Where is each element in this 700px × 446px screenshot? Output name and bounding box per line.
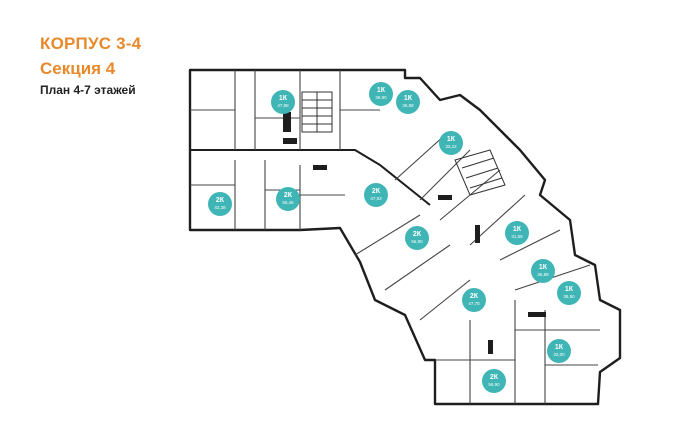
apartment-badge[interactable]: 1К 47,88 [271, 90, 295, 114]
apartment-area: 42,38 [214, 205, 226, 210]
apartment-area: 55,46 [282, 200, 294, 205]
apartment-type: 2К [412, 231, 422, 238]
apartment-badge[interactable]: 1К 33,22 [439, 131, 463, 155]
building-title: КОРПУС 3-4 [40, 34, 142, 53]
section-title: Секция 4 [40, 59, 116, 78]
apartment-area: 38,90 [563, 294, 575, 299]
apartment-badge[interactable]: 2К 47,78 [462, 288, 486, 312]
apartment-type: 1К [512, 226, 522, 233]
apartment-type: 1К [538, 264, 548, 271]
apartment-type: 2К [469, 293, 479, 300]
apartment-badge[interactable]: 1К 36,88 [531, 259, 555, 283]
apartment-badge[interactable]: 1К 36,88 [396, 90, 420, 114]
apartment-type: 1К [564, 286, 574, 293]
apartment-area: 33,22 [445, 144, 457, 149]
apartment-type: 2К [283, 192, 293, 199]
apartment-area: 36,88 [402, 103, 414, 108]
apartment-area: 56,90 [411, 239, 423, 244]
apartment-area: 36,88 [537, 272, 549, 277]
apartment-area: 47,88 [277, 103, 289, 108]
apartment-area: 47,93 [370, 196, 382, 201]
apartment-area: 31,58 [511, 234, 523, 239]
apartment-type: 2К [489, 374, 499, 381]
apartment-badge[interactable]: 1К 32,00 [547, 339, 571, 363]
apartment-badge[interactable]: 1К 38,90 [557, 281, 581, 305]
apartment-type: 2К [371, 188, 381, 195]
apartment-area: 32,00 [553, 352, 565, 357]
apartment-badge[interactable]: 2К 55,46 [276, 187, 300, 211]
apartment-badge[interactable]: 1К 38,90 [369, 82, 393, 106]
apartment-badge[interactable]: 2К 47,93 [364, 183, 388, 207]
apartment-area: 56,90 [488, 382, 500, 387]
apartment-type: 1К [446, 136, 456, 143]
apartment-badge[interactable]: 2К 56,90 [482, 369, 506, 393]
apartment-type: 1К [554, 344, 564, 351]
apartment-badge[interactable]: 2К 56,90 [405, 226, 429, 250]
apartment-badge[interactable]: 1К 31,58 [505, 221, 529, 245]
floors-subtitle: План 4-7 этажей [40, 83, 136, 97]
apartment-type: 1К [403, 95, 413, 102]
apartment-badge[interactable]: 2К 42,38 [208, 192, 232, 216]
apartment-area: 38,90 [375, 95, 387, 100]
building-outline [188, 68, 622, 406]
apartment-type: 1К [278, 95, 288, 102]
apartment-area: 47,78 [468, 301, 480, 306]
apartment-type: 1К [376, 87, 386, 94]
apartment-type: 2К [215, 197, 225, 204]
